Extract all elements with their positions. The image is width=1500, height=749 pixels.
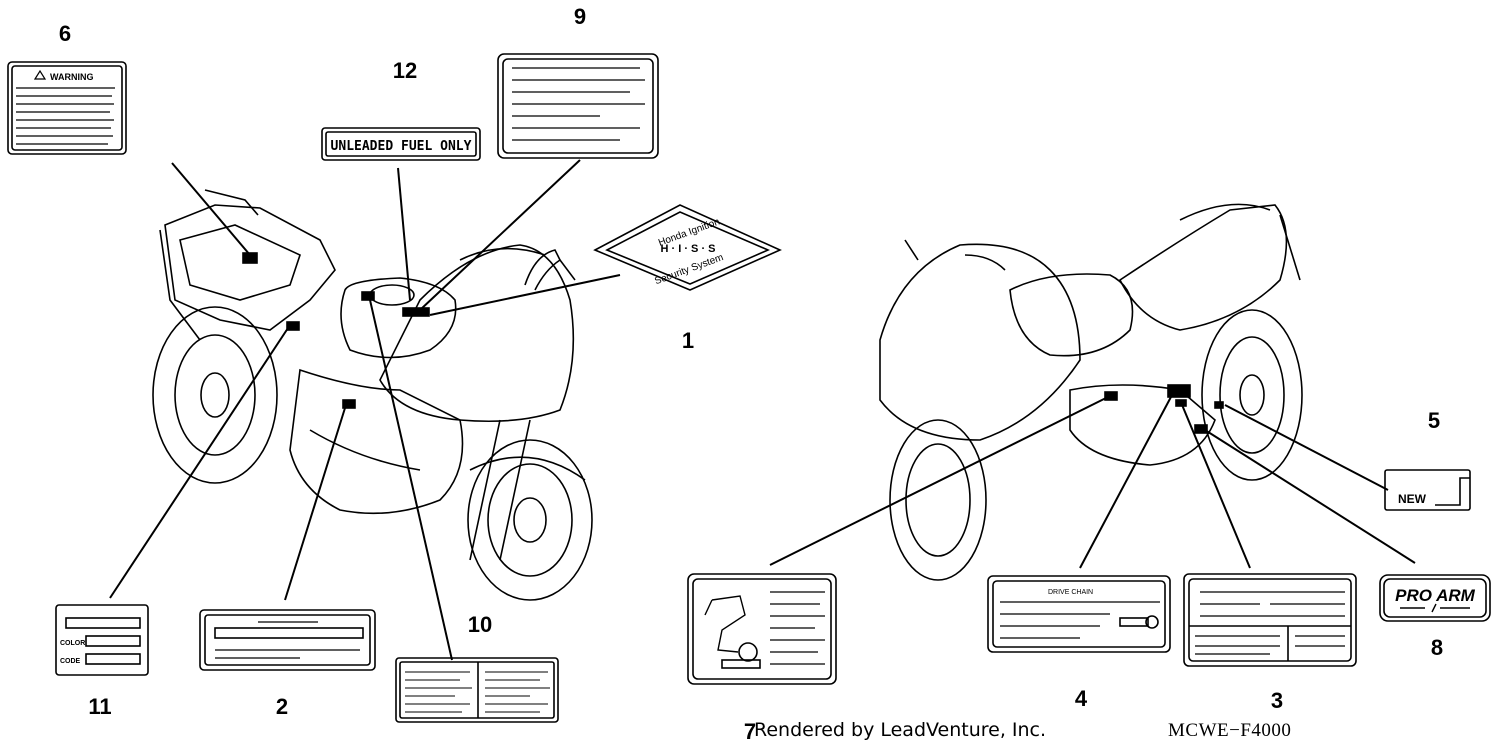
color-label-text: COLOR (60, 640, 85, 647)
drive-chain-decal (987, 575, 1171, 653)
hiss-security-decal (593, 204, 782, 291)
diagram-code: MCWE−F4000 (1168, 720, 1292, 741)
new-decal (1384, 469, 1471, 511)
callout-12: 12 (392, 58, 418, 83)
callout-7: 7 (743, 719, 757, 744)
new-label-text: NEW (1398, 492, 1427, 506)
callout-8: 8 (1430, 635, 1444, 660)
pro-arm-label-text: PRO ARM (1395, 586, 1475, 605)
unleaded-fuel-decal (321, 127, 481, 161)
pro-arm-decal (1379, 574, 1491, 622)
color-code-decal (55, 604, 149, 676)
leader-lines-left (109, 159, 621, 661)
warning-triangle-icon (33, 69, 47, 80)
warning-label-text: WARNING (50, 72, 94, 82)
label-decal-7 (687, 573, 837, 685)
callout-5: 5 (1427, 408, 1441, 433)
hiss-mid-text: H · I · S · S (661, 243, 716, 255)
callout-11: 11 (88, 694, 112, 719)
callout-6: 6 (58, 21, 72, 46)
unleaded-label-text: UNLEADED FUEL ONLY (331, 139, 472, 154)
label-decal-10 (395, 657, 559, 723)
label-decal-3 (1183, 573, 1357, 667)
drive-chain-label-text: DRIVE CHAIN (1048, 589, 1093, 596)
callout-10: 10 (467, 612, 493, 637)
callout-1: 1 (681, 328, 695, 353)
callout-9: 9 (573, 4, 587, 29)
callout-4: 4 (1074, 686, 1088, 711)
leader-lines-right (769, 394, 1416, 569)
label-decal-2 (199, 609, 376, 671)
callout-3: 3 (1270, 688, 1284, 713)
left-motorcycle-drawing (152, 189, 593, 601)
callout-2: 2 (275, 694, 289, 719)
credit-text: Rendered by LeadVenture, Inc. (754, 719, 1047, 741)
hiss-bottom-text: Security System (653, 252, 725, 287)
right-motorcycle-drawing (879, 203, 1303, 581)
warning-decal (7, 61, 127, 155)
info-decal-9 (497, 53, 659, 159)
code-label-text: CODE (60, 658, 81, 665)
